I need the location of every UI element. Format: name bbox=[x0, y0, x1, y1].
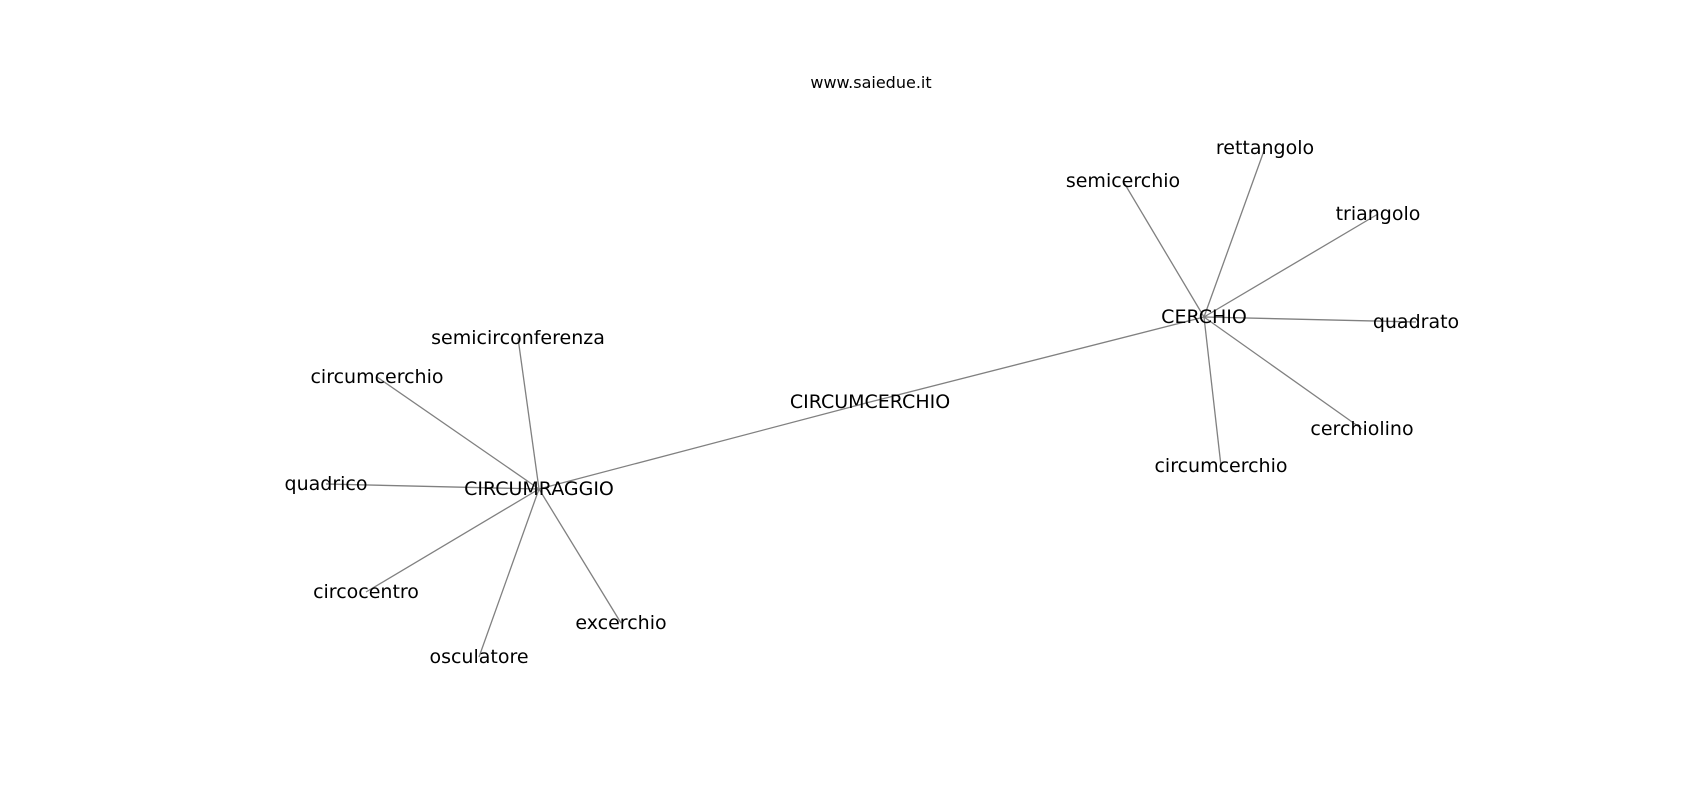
node-label-cerchiolino: cerchiolino bbox=[1310, 418, 1413, 440]
node-label-triangolo: triangolo bbox=[1336, 203, 1421, 225]
node-label-excerchio: excerchio bbox=[575, 612, 666, 634]
edges-layer bbox=[325, 147, 1417, 658]
node-label-circumcerchio_center: CIRCUMCERCHIO bbox=[790, 391, 950, 413]
edge-cerchio-circumcerchio_right bbox=[1203, 316, 1222, 467]
edge-cerchio-semicerchio bbox=[1122, 180, 1205, 318]
edge-cerchio-triangolo bbox=[1203, 213, 1379, 318]
site-caption: www.saiedue.it bbox=[810, 73, 931, 92]
node-label-circocentro: circocentro bbox=[313, 581, 419, 603]
edge-circumcerchio_center-circumraggio bbox=[538, 401, 871, 490]
node-label-circumraggio: CIRCUMRAGGIO bbox=[464, 478, 614, 500]
node-label-cerchio: CERCHIO bbox=[1161, 306, 1247, 328]
edge-circumraggio-semicirconferenza bbox=[517, 337, 540, 490]
node-label-circumcerchio_left: circumcerchio bbox=[310, 366, 443, 388]
edge-circumraggio-excerchio bbox=[538, 488, 622, 624]
edge-circumraggio-circocentro bbox=[365, 488, 540, 593]
edge-cerchio-rettangolo bbox=[1203, 147, 1266, 318]
node-label-semicerchio: semicerchio bbox=[1066, 170, 1180, 192]
edge-circumraggio-osculatore bbox=[478, 488, 540, 658]
nodes-layer: CIRCUMCERCHIO CIRCUMRAGGIO CERCHIO semicirc… bbox=[285, 137, 1460, 668]
edge-circumraggio-quadrico bbox=[325, 483, 540, 490]
edge-cerchio-quadrato bbox=[1203, 316, 1417, 323]
node-label-osculatore: osculatore bbox=[429, 646, 528, 668]
node-label-quadrato: quadrato bbox=[1373, 311, 1459, 333]
node-label-semicirconferenza: semicirconferenza bbox=[431, 327, 605, 349]
edge-circumcerchio_center-cerchio bbox=[869, 316, 1205, 403]
node-label-quadrico: quadrico bbox=[285, 473, 368, 495]
node-label-rettangolo: rettangolo bbox=[1216, 137, 1314, 159]
node-label-circumcerchio_right: circumcerchio bbox=[1154, 455, 1287, 477]
edge-circumraggio-circumcerchio_left bbox=[376, 376, 540, 490]
edge-cerchio-cerchiolino bbox=[1203, 316, 1363, 430]
